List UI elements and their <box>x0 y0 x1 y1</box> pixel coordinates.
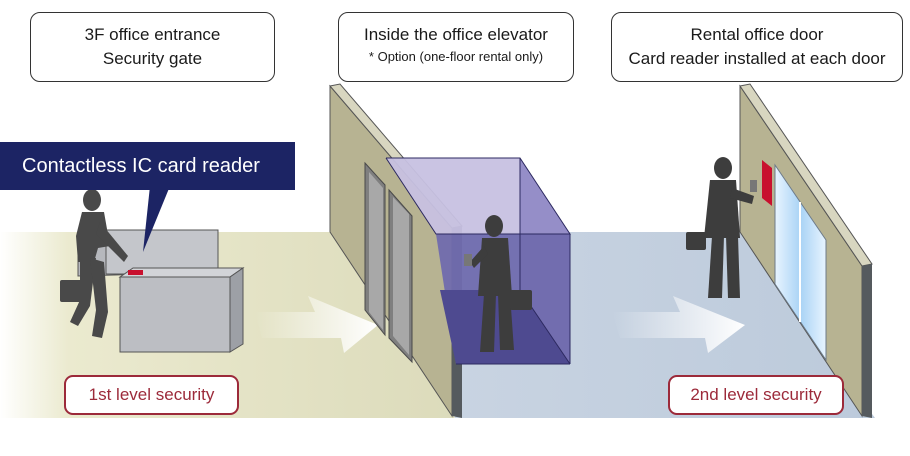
flow-arrow-right <box>612 296 745 353</box>
second-level-security-label: 2nd level security <box>668 375 844 415</box>
callout-door-title: Rental office door <box>690 25 824 44</box>
callout-entrance-title: 3F office entrance <box>84 25 221 44</box>
callout-elevator-note: * Option (one-floor rental only) <box>368 49 544 64</box>
callout-door-subtitle: Card reader installed at each door <box>628 49 886 68</box>
callout-entrance-subtitle: Security gate <box>102 49 203 68</box>
person-in-elevator-icon <box>464 215 532 352</box>
callout-door: Rental office door Card reader installed… <box>611 12 903 82</box>
gate-card-reader <box>128 270 143 275</box>
card-reader-banner: Contactless IC card reader <box>0 142 295 190</box>
person-entering-icon <box>60 189 128 338</box>
door-card-reader <box>762 160 772 206</box>
callout-elevator: Inside the office elevator * Option (one… <box>338 12 574 82</box>
first-level-security-label: 1st level security <box>64 375 239 415</box>
callout-entrance: 3F office entrance Security gate <box>30 12 275 82</box>
person-at-door-icon <box>686 157 757 298</box>
callout-elevator-title: Inside the office elevator <box>364 25 548 44</box>
flow-arrow-left <box>255 296 378 353</box>
office-wall <box>739 83 873 418</box>
banner-pointer <box>143 186 170 252</box>
